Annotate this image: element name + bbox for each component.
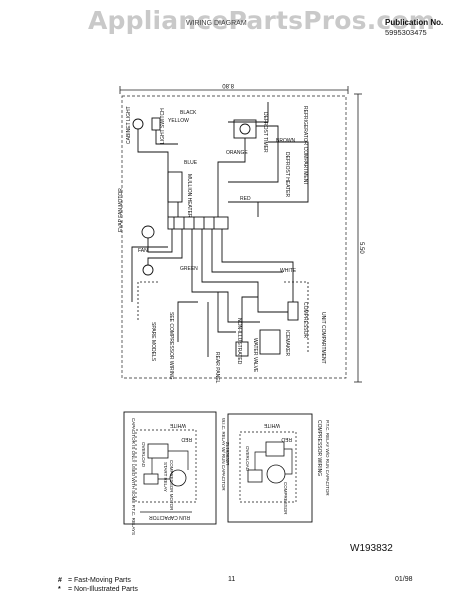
wire-runs-dashed [137, 281, 309, 352]
page-title: WIRING DIAGRAM [186, 20, 247, 27]
defrost-timer-icon [233, 119, 257, 139]
mullion-heater-icon [167, 171, 183, 203]
wire-blue: BLUE [184, 160, 198, 166]
label-evap-fan-motor: EVAP FAN MOTOR [118, 188, 124, 232]
wire-red: RED [240, 196, 251, 202]
wiring-diagram: 8.80 5.50 [108, 82, 370, 557]
main-frame [121, 95, 347, 379]
label-see-compressor-wiring: SEE COMPRESSOR WIRING [168, 312, 174, 380]
right-box-title: COMPRESSOR WIRING [316, 420, 322, 476]
left-box-note: W.I.C. RELAY W/ RUN CAPACITOR [221, 418, 226, 491]
left-box-part: ZL193632R [225, 442, 230, 466]
label-unit-compartment: UNIT COMPARTMENT [320, 312, 326, 364]
cabinet-light-icon [132, 118, 144, 130]
label-fan: FAN [138, 248, 148, 254]
wire-orange: ORANGE [226, 150, 248, 156]
left-box-overload: OVERLOAD [141, 442, 146, 468]
wire-black: BLACK [180, 110, 197, 116]
legend-non-illustrated: * = Non-Illustrated Parts [58, 585, 138, 594]
label-compressor: COMPRESSOR [302, 302, 308, 339]
label-water-valve: WATER VALVE [252, 338, 258, 373]
right-box-white: WHITE [263, 422, 280, 428]
left-box-white: WHITE [169, 422, 186, 428]
components [132, 117, 299, 357]
label-icemaker: ICEMAKER [284, 330, 290, 357]
label-non-illustrated: NON-ILLUSTRATED [236, 318, 242, 365]
footer-legend: # = Fast-Moving Parts * = Non-Illustrated … [58, 576, 138, 594]
wire-brown: BROWN [276, 138, 296, 144]
publication-label: Publication No. [385, 18, 444, 27]
publication-date: 01/98 [395, 576, 413, 583]
legend-fast-moving: # = Fast-Moving Parts [58, 576, 138, 585]
non-illustrated-symbol: * [58, 586, 61, 593]
label-mullion-heater: MULLION HEATER [186, 174, 192, 218]
fast-moving-symbol: # [58, 577, 62, 584]
left-box-note2: CAPACITOR IS ONLY USED WITH SOME P.T.C. … [131, 418, 136, 535]
label-spare-models: SPARE MODELS [150, 322, 156, 362]
right-box-overload: OVERLOAD [245, 446, 250, 472]
terminal-block-icon [167, 216, 229, 230]
compressor-plug-icon [287, 301, 299, 321]
dimension-width: 8.80 [222, 82, 234, 88]
page-number: 11 [228, 576, 236, 583]
light-switch-icon [151, 117, 161, 131]
condenser-fan-icon [142, 264, 154, 276]
dimension-lines [119, 86, 362, 383]
evap-fan-motor-icon [141, 225, 155, 239]
left-box-start-relay: START RELAY [163, 462, 168, 492]
wire-yellow: YELLOW [168, 118, 189, 124]
fast-moving-label: = Fast-Moving Parts [68, 577, 131, 584]
figure-id: W193832 [350, 543, 393, 554]
run-capacitor-box: WHITE RED OVERLOAD START RELAY COMPRESSO… [123, 411, 230, 535]
right-box-compressor: COMPRESSOR [283, 482, 288, 515]
label-rear-panel: REAR PANEL [214, 352, 220, 384]
compressor-wiring-box: WHITE RED OVERLOAD COMPRESSOR COMPRESSOR… [227, 413, 330, 523]
label-defrost-timer: DEFROST TIMER [262, 112, 268, 153]
non-illustrated-label: = Non-Illustrated Parts [68, 586, 138, 593]
label-light-switch: LIGHT SWITCH [160, 108, 166, 144]
right-box-red: RED [281, 436, 292, 442]
wire-white: WHITE [280, 268, 297, 274]
label-cabinet-light: CABINET LIGHT [126, 106, 132, 144]
left-box-compressor-motor: COMPRESSOR MOTOR [169, 460, 174, 511]
icemaker-icon [259, 329, 281, 355]
label-refrigerator-compartment: REFRIGERATOR COMPARTMENT [302, 106, 308, 185]
watermark: AppliancePartsPros.com [88, 6, 436, 35]
left-box-red: RED [181, 436, 192, 442]
left-box-title: RUN CAPACITOR [149, 514, 190, 520]
wire-green: GREEN [180, 266, 198, 272]
right-box-subtitle: P.T.C. RELAY W/O RUN CAPACITOR [325, 420, 330, 496]
label-defrost-heater: DEFROST HEATER [284, 152, 290, 197]
dimension-height: 5.50 [358, 242, 364, 254]
publication-number: 5995303475 [385, 28, 427, 37]
